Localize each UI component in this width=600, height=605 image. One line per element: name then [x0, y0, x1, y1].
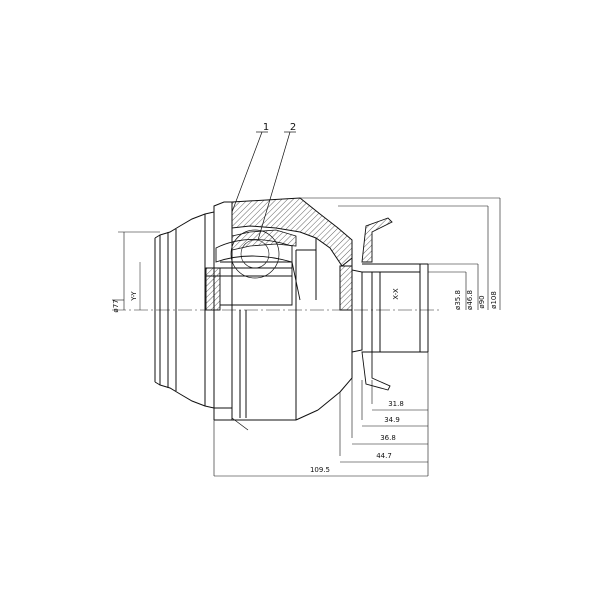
dim-diameter-lines: [300, 197, 501, 310]
stub-shaft: [339, 258, 429, 353]
callout-1: 1: [263, 122, 269, 133]
label-x-x: X-X: [392, 288, 400, 300]
dim-l109-5: 109.5: [310, 466, 330, 474]
callout-leaders: [231, 131, 296, 241]
dim-d108: ø108: [490, 291, 498, 309]
dim-l34-9: 34.9: [384, 416, 400, 424]
abs-ring: [361, 217, 393, 391]
boot: [154, 201, 233, 409]
dim-l31-8: 31.8: [388, 400, 404, 408]
inner-race: [205, 229, 301, 311]
dim-d90: ø90: [478, 295, 486, 308]
dim-d35-8: ø35.8: [454, 290, 462, 310]
dim-l44-7: 44.7: [376, 452, 392, 460]
dim-d46-8: ø46.8: [466, 290, 474, 310]
dim-l36-8: 36.8: [380, 434, 396, 442]
callout-2: 2: [290, 122, 296, 133]
clamp-leader: [231, 417, 249, 431]
dim-d77-lines: [112, 231, 160, 310]
label-y-y: Y-Y: [130, 291, 138, 302]
dim-length-lines: [213, 352, 429, 477]
dim-d77: ø77: [112, 299, 120, 312]
